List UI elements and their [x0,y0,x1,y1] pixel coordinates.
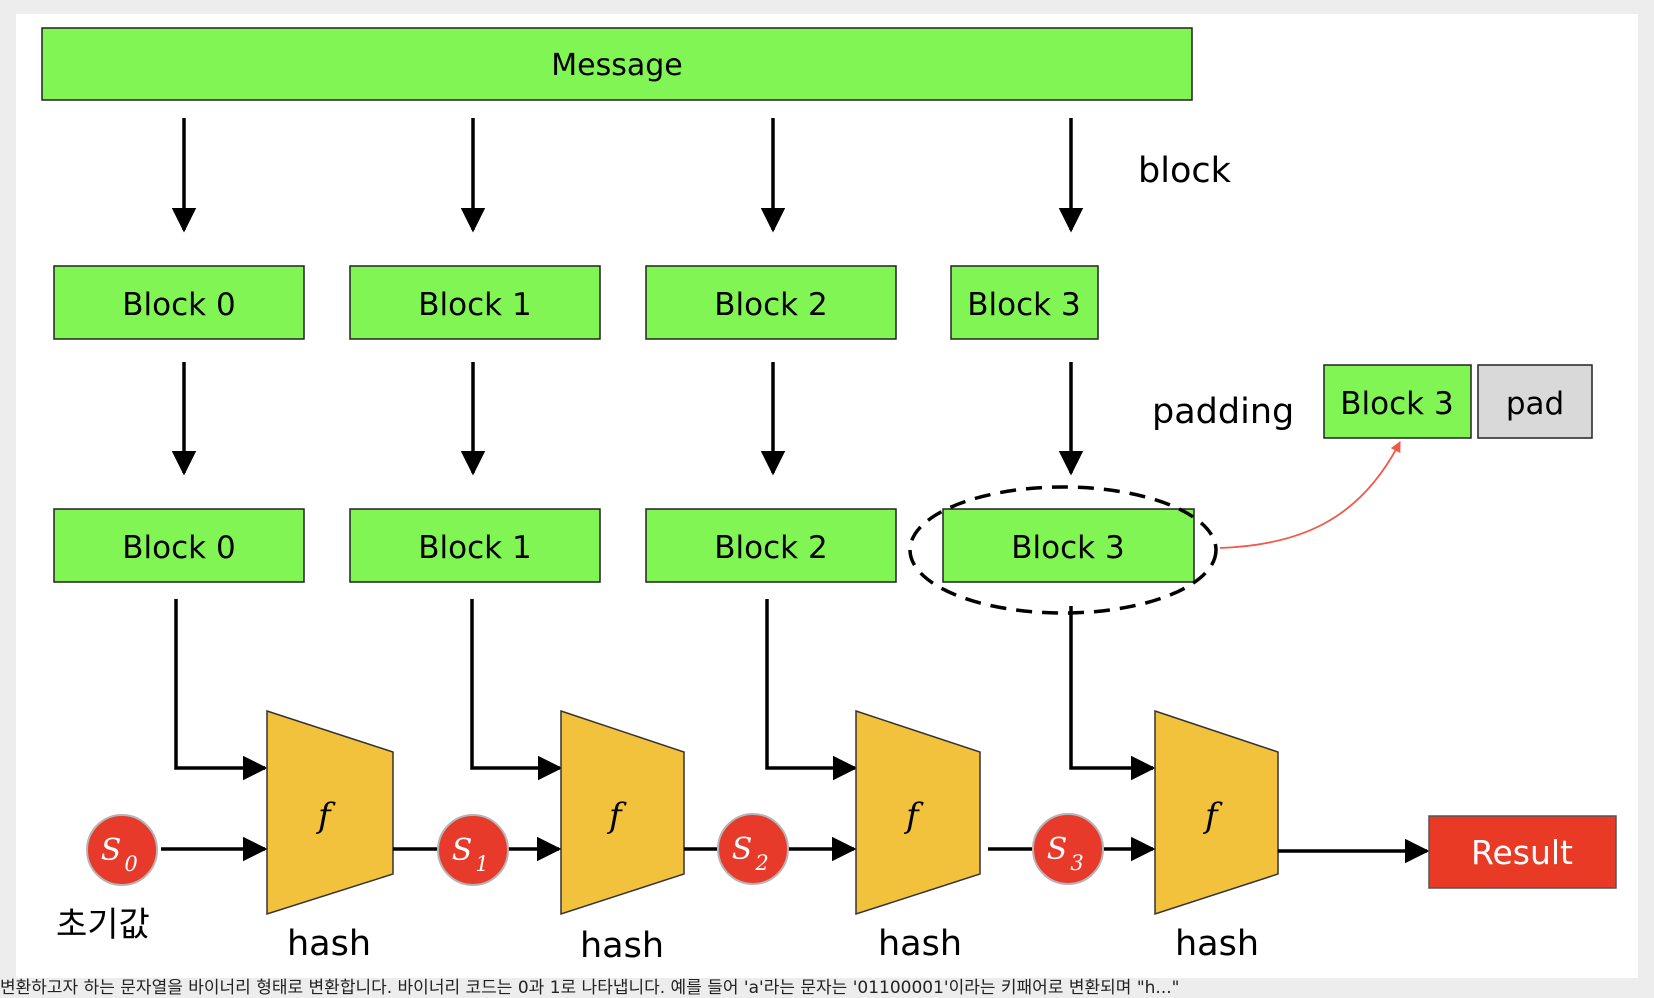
split-block-row: Block 0 Block 1 Block 2 Block 3 [53,265,1099,340]
split-block-2 [645,265,897,340]
state-2-label: S [732,832,753,867]
state-nodes: S 0 S 1 S 2 S 3 [86,813,1104,886]
message-label: Message [551,48,682,83]
padding-detail-pad [1477,364,1593,439]
state-2-circle [717,813,789,885]
hash-label-2: hash [878,924,962,964]
split-block-0-label: Block 0 [122,287,235,323]
chain-arrows [161,836,1430,864]
hash-label-1: hash [580,926,664,966]
padded-block-3-label: Block 3 [1011,530,1124,566]
state-0-label: S [101,833,122,868]
padding-detail-block [1323,364,1472,439]
state-0-sub: 0 [124,852,137,876]
padded-block-row: Block 0 Block 1 Block 2 Block 3 [53,508,1195,583]
padded-block-2-label: Block 2 [714,530,827,566]
state-3-sub: 3 [1070,851,1083,875]
initial-value-label: 초기값 [56,905,150,945]
state-0-circle [86,814,158,886]
padding-step-label: padding [1152,392,1294,432]
hash-label-3: hash [1175,924,1259,964]
compression-functions: f f f f [266,709,1279,916]
split-block-3-label: Block 3 [967,287,1080,323]
state-1-sub: 1 [475,852,488,876]
padded-block-1-label: Block 1 [418,530,531,566]
state-2-sub: 2 [754,851,768,875]
padded-block-0 [53,508,305,583]
split-block-2-label: Block 2 [714,287,827,323]
state-3-circle [1032,813,1104,885]
padded-block-0-label: Block 0 [122,530,235,566]
padded-block-1 [349,508,601,583]
result-label: Result [1471,833,1573,872]
result-box [1428,815,1617,889]
split-block-3 [950,265,1099,340]
padded-block-2 [645,508,897,583]
state-1-circle [437,814,509,886]
padding-detail-pad-label: pad [1506,386,1564,422]
split-block-0 [53,265,305,340]
split-arrows [171,118,1084,233]
padding-highlight-ellipse [908,485,1218,615]
message-box [41,27,1193,101]
block-to-function-arrows [174,599,1156,781]
state-3-label: S [1047,832,1068,867]
block-step-label: block [1138,151,1232,191]
state-1-label: S [452,833,473,868]
padded-block-3 [942,508,1195,583]
caption-text: 변환하고자 하는 문자열을 바이너리 형태로 변환합니다. 바이너리 코드는 0… [0,978,1180,998]
padding-detail-block-label: Block 3 [1340,386,1453,422]
padding-arrows [171,362,1084,476]
split-block-1 [349,265,601,340]
padding-detail-arrow [1219,441,1401,549]
split-block-1-label: Block 1 [418,287,531,323]
hash-label-0: hash [287,924,371,964]
